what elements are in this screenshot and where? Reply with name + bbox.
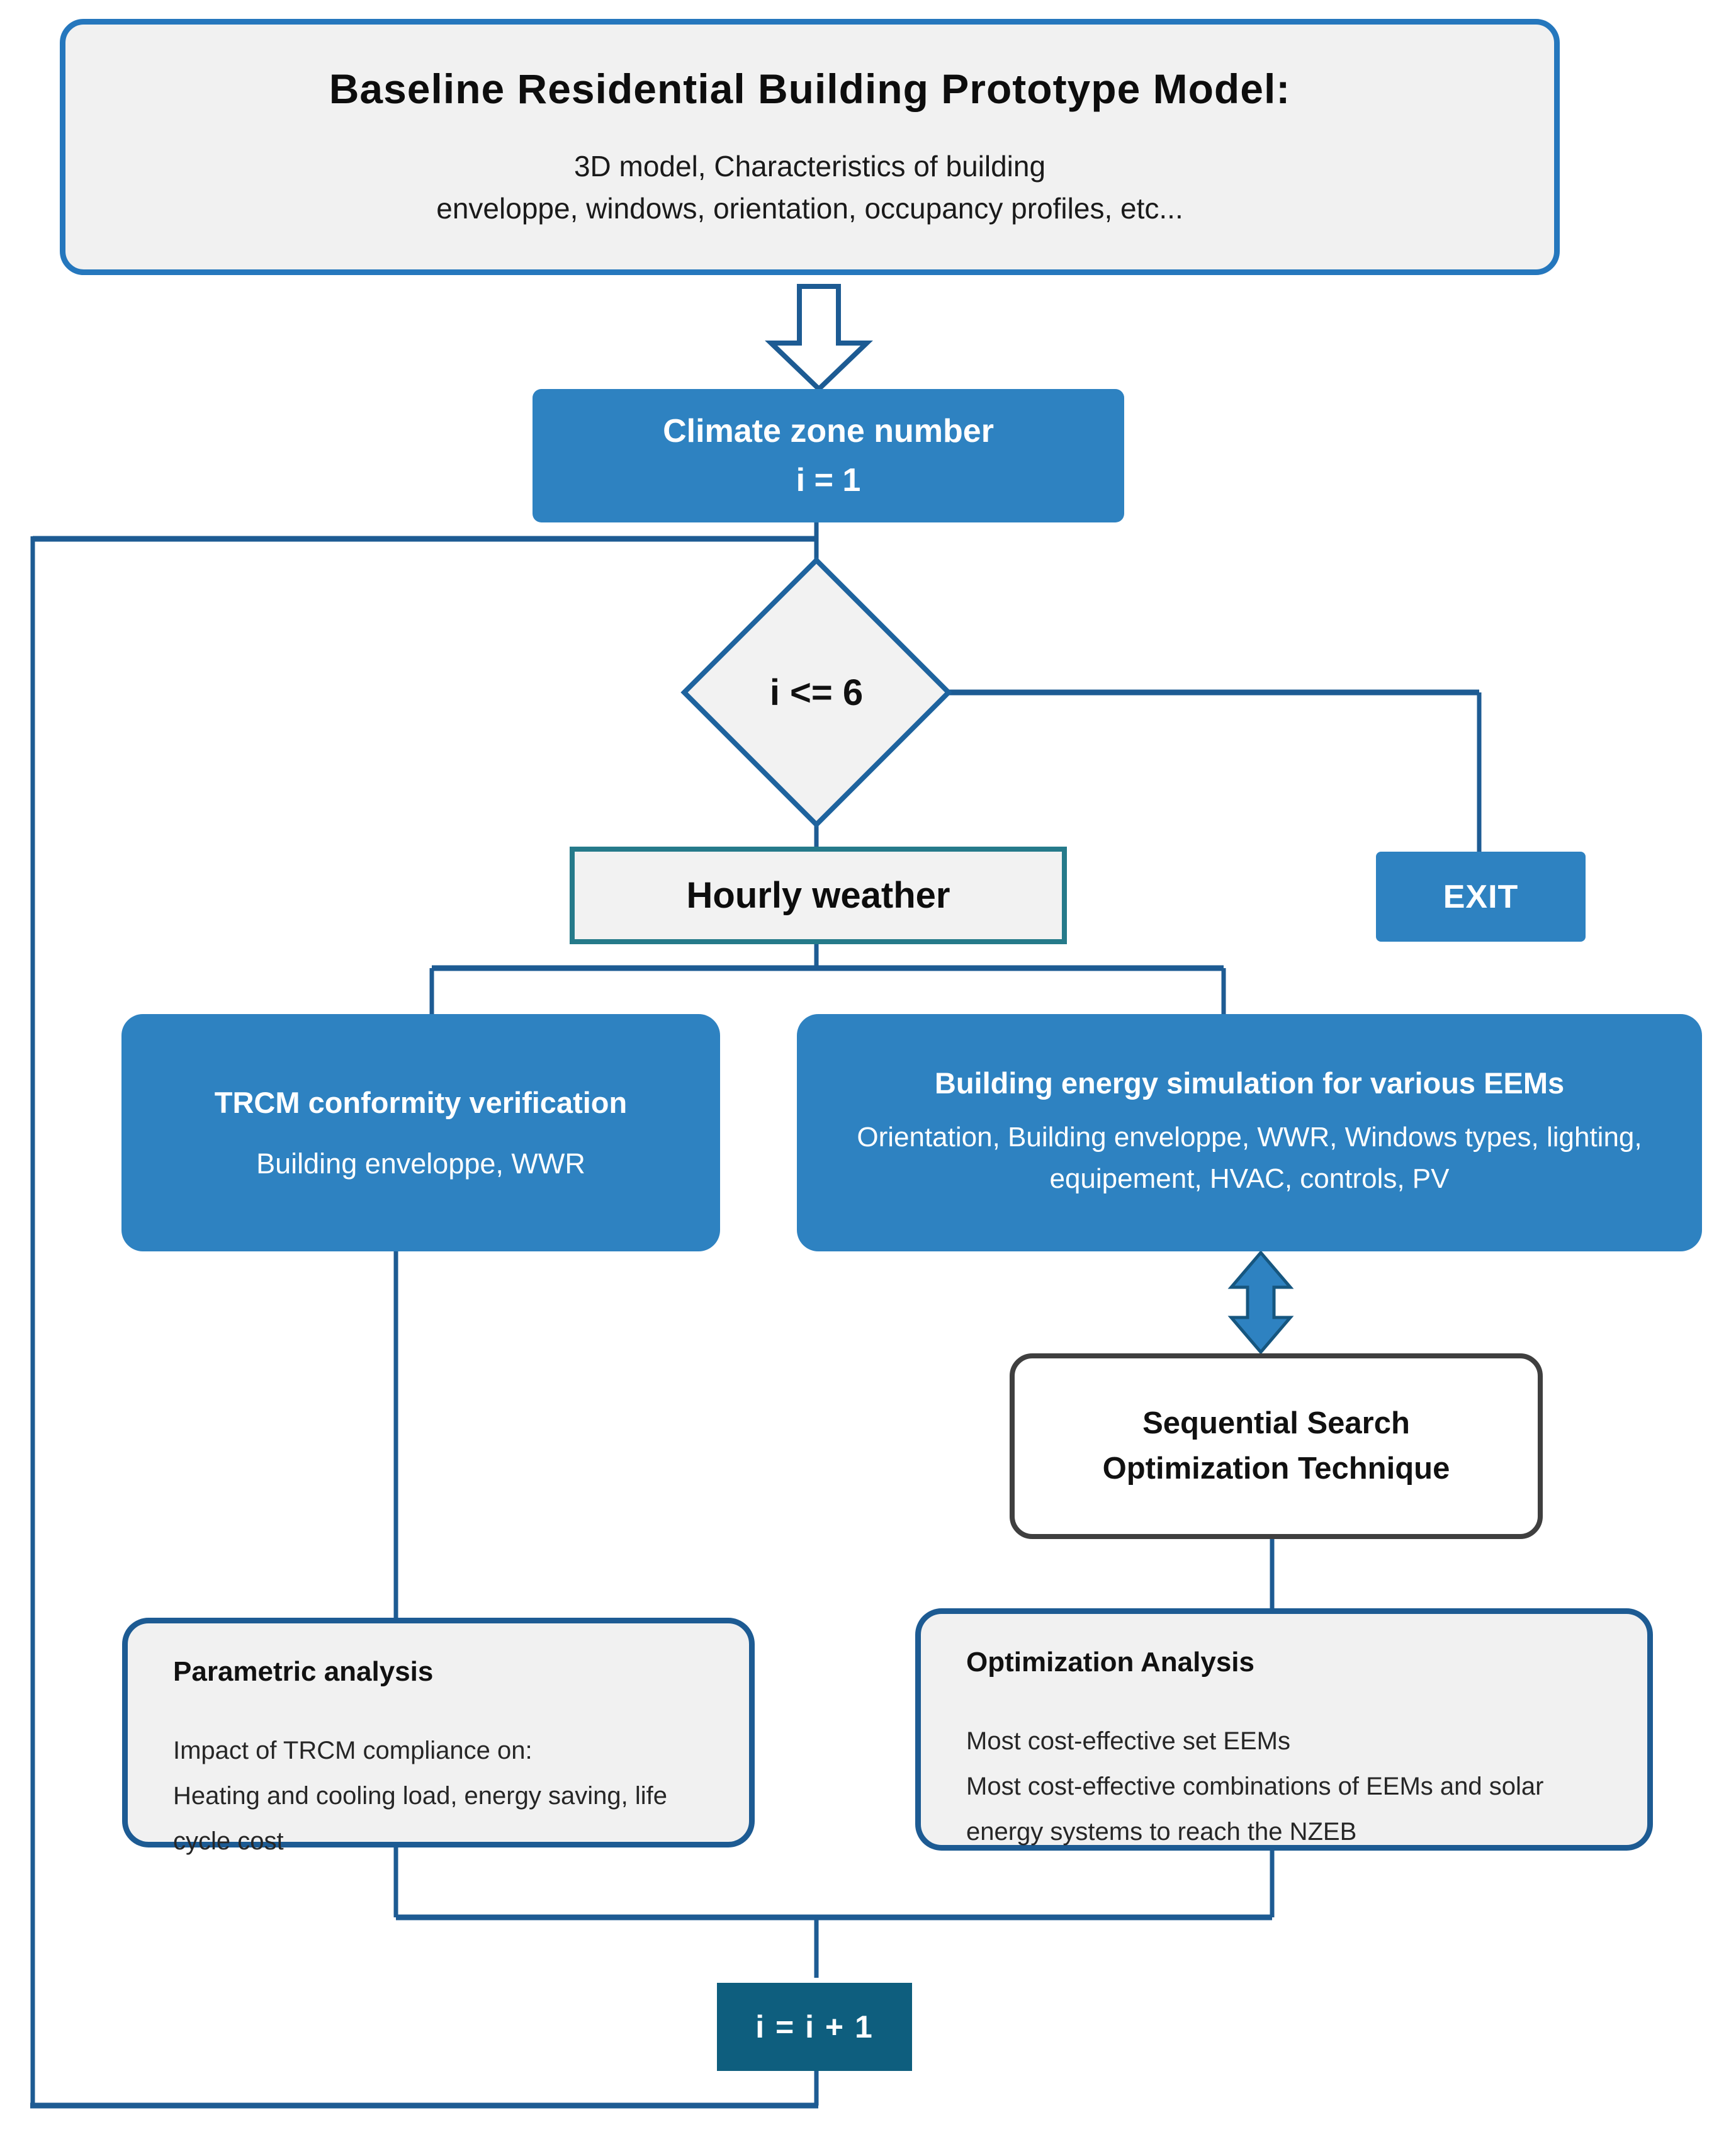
node-exit: EXIT [1376, 852, 1586, 942]
node-decision-label: i <= 6 [769, 672, 864, 713]
baseline-subtitle-line2: enveloppe, windows, orientation, occupan… [436, 191, 1183, 225]
node-hourly-weather: Hourly weather [570, 847, 1067, 944]
parametric-body-line2: Heating and cooling load, energy saving,… [173, 1782, 667, 1855]
node-optimization-analysis: Optimization Analysis Most cost-effectiv… [915, 1608, 1653, 1851]
optimization-title: Optimization Analysis [966, 1647, 1255, 1678]
node-trcm-verification: TRCM conformity verification Building en… [121, 1014, 720, 1251]
baseline-subtitle: 3D model, Characteristics of building en… [436, 145, 1183, 229]
node-energy-simulation: Building energy simulation for various E… [797, 1014, 1702, 1251]
parametric-body-line1: Impact of TRCM compliance on: [173, 1737, 533, 1764]
parametric-body: Impact of TRCM compliance on: Heating an… [173, 1728, 711, 1864]
node-increment: i = i + 1 [717, 1983, 912, 2071]
decision-diamond-shape [680, 556, 952, 828]
node-climate-zone: Climate zone number i = 1 [533, 389, 1124, 522]
parametric-title: Parametric analysis [173, 1656, 434, 1687]
optimization-body: Most cost-effective set EEMs Most cost-e… [966, 1718, 1609, 1854]
simulation-body: Orientation, Building enveloppe, WWR, Wi… [857, 1122, 1642, 1194]
optimization-body-line2: Most cost-effective combinations of EEMs… [966, 1773, 1544, 1846]
baseline-title: Baseline Residential Building Prototype … [329, 65, 1291, 112]
double-arrow-icon [1227, 1250, 1294, 1355]
node-parametric-analysis: Parametric analysis Impact of TRCM compl… [122, 1618, 755, 1855]
climate-line1: Climate zone number [663, 413, 994, 449]
down-arrow-icon [765, 284, 873, 393]
trcm-title: TRCM conformity verification [214, 1086, 628, 1119]
node-sequential-search: Sequential Search Optimization Technique [1010, 1353, 1543, 1539]
trcm-subtitle: Building enveloppe, WWR [256, 1148, 585, 1180]
optimization-body-line1: Most cost-effective set EEMs [966, 1727, 1290, 1755]
climate-line2: i = 1 [796, 462, 861, 499]
simulation-title: Building energy simulation for various E… [934, 1066, 1565, 1100]
sequential-line2: Optimization Technique [1102, 1451, 1450, 1486]
node-baseline-model: Baseline Residential Building Prototype … [60, 19, 1560, 275]
sequential-line1: Sequential Search [1142, 1406, 1410, 1441]
baseline-subtitle-line1: 3D model, Characteristics of building [573, 149, 1046, 183]
